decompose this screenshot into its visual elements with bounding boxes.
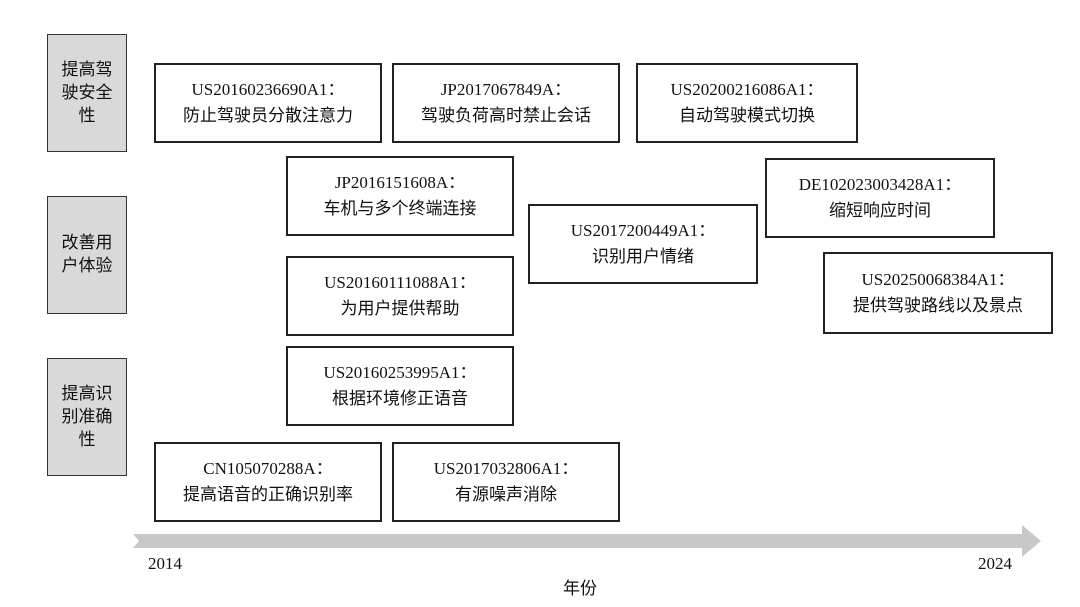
patent-desc: 提高语音的正确识别率 xyxy=(183,485,353,505)
patent-box: US20200216086A1： 自动驾驶模式切换 xyxy=(636,63,858,143)
patent-desc: 提供驾驶路线以及景点 xyxy=(853,296,1023,316)
patent-desc: 识别用户情绪 xyxy=(592,247,694,267)
patent-desc: 车机与多个终端连接 xyxy=(323,199,477,219)
patent-box: US20160111088A1： 为用户提供帮助 xyxy=(286,256,514,336)
patent-desc: 根据环境修正语音 xyxy=(332,389,468,409)
patent-code: CN105070288A： xyxy=(203,459,333,478)
start-year: 2014 xyxy=(148,554,182,573)
patent-code: JP2016151608A： xyxy=(334,173,466,192)
patent-code: US20160253995A1： xyxy=(323,363,477,382)
category-accuracy: 提高识别准确性 xyxy=(47,358,127,476)
patent-code: US20160111088A1： xyxy=(324,273,476,292)
patent-code: DE102023003428A1： xyxy=(798,175,962,194)
patent-box: US2017200449A1： 识别用户情绪 xyxy=(528,204,758,284)
category-user-experience: 改善用户体验 xyxy=(47,196,127,314)
patent-box: JP2017067849A： 驾驶负荷高时禁止会话 xyxy=(392,63,620,143)
patent-code: US2017200449A1： xyxy=(570,221,716,240)
category-user-experience-label: 改善用户体验 xyxy=(61,233,113,276)
timeline-arrow-shape xyxy=(133,525,1041,557)
patent-box: US20160253995A1： 根据环境修正语音 xyxy=(286,346,514,426)
patent-desc: 缩短响应时间 xyxy=(829,201,931,221)
patent-desc: 有源噪声消除 xyxy=(455,485,557,505)
patent-code: US20200216086A1： xyxy=(670,80,824,99)
patent-code: JP2017067849A： xyxy=(440,80,572,99)
category-accuracy-label: 提高识别准确性 xyxy=(61,383,113,450)
patent-box: JP2016151608A： 车机与多个终端连接 xyxy=(286,156,514,236)
patent-desc: 驾驶负荷高时禁止会话 xyxy=(421,106,591,126)
end-year: 2024 xyxy=(978,554,1012,573)
category-safety: 提高驾驶安全性 xyxy=(47,34,127,152)
patent-desc: 自动驾驶模式切换 xyxy=(679,106,815,126)
patent-box: US20160236690A1： 防止驾驶员分散注意力 xyxy=(154,63,382,143)
patent-desc: 防止驾驶员分散注意力 xyxy=(183,106,353,126)
category-safety-label: 提高驾驶安全性 xyxy=(61,59,113,126)
patent-box: US2017032806A1： 有源噪声消除 xyxy=(392,442,620,522)
patent-box: US20250068384A1： 提供驾驶路线以及景点 xyxy=(823,252,1053,334)
patent-code: US2017032806A1： xyxy=(433,459,579,478)
patent-box: DE102023003428A1： 缩短响应时间 xyxy=(765,158,995,238)
patent-desc: 为用户提供帮助 xyxy=(340,299,460,319)
axis-label: 年份 xyxy=(563,579,597,599)
patent-code: US20250068384A1： xyxy=(861,270,1015,289)
patent-box: CN105070288A： 提高语音的正确识别率 xyxy=(154,442,382,522)
patent-code: US20160236690A1： xyxy=(191,80,345,99)
